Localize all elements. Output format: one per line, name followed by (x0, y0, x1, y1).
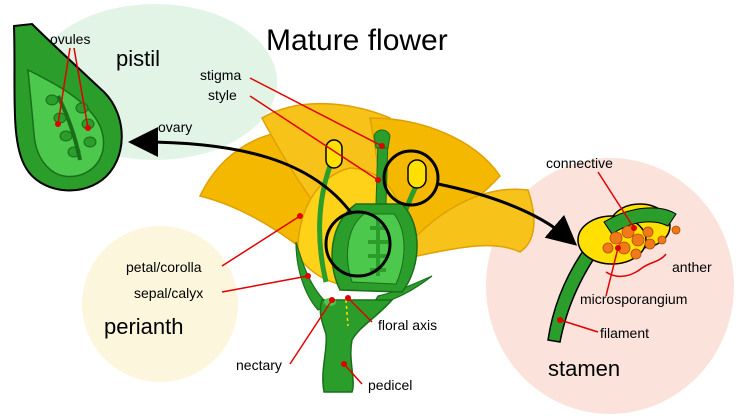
label-sepal-calyx: sepal/calyx (134, 285, 203, 301)
group-label-perianth: perianth (104, 314, 184, 339)
label-nectary: nectary (236, 357, 282, 373)
pistil-magnifier (324, 210, 392, 278)
perianth-bubble (82, 226, 238, 382)
label-ovules: ovules (50, 31, 90, 47)
anther-brace (605, 253, 667, 278)
pistil-detail (12, 22, 123, 192)
floral-axis-dashes (345, 299, 349, 327)
group-label-stamen: stamen (548, 356, 620, 381)
label-microsporangium: microsporangium (580, 291, 687, 307)
group-label-pistil: pistil (116, 46, 160, 71)
stamen-anther-left (325, 139, 343, 169)
petal-right (394, 188, 535, 262)
stamen-filament-left (317, 165, 333, 283)
label-connective: connective (546, 155, 613, 171)
label-pedicel: pedicel (368, 377, 412, 393)
pollen-grains (602, 225, 681, 260)
diagram-title: Mature flower (266, 24, 448, 57)
pedicel (319, 299, 394, 393)
label-anther: anther (672, 259, 712, 275)
pointer-lines (221, 77, 385, 385)
label-petal-corolla: petal/corolla (126, 259, 202, 275)
stamen-anther-right (407, 159, 427, 189)
arrow-to-pistil-detail (128, 127, 354, 215)
stamen-magnifier (382, 149, 440, 207)
flower-ovules (368, 218, 388, 276)
flower-ovary-inner (347, 213, 405, 285)
label-floral-axis: floral axis (378, 317, 437, 333)
label-style: style (208, 87, 237, 103)
main-flower (198, 103, 535, 393)
label-filament: filament (600, 325, 649, 341)
stamen-detail (547, 171, 681, 343)
label-ovary: ovary (158, 119, 192, 135)
arrow-to-stamen-detail (437, 182, 578, 246)
label-stigma: stigma (200, 67, 241, 83)
